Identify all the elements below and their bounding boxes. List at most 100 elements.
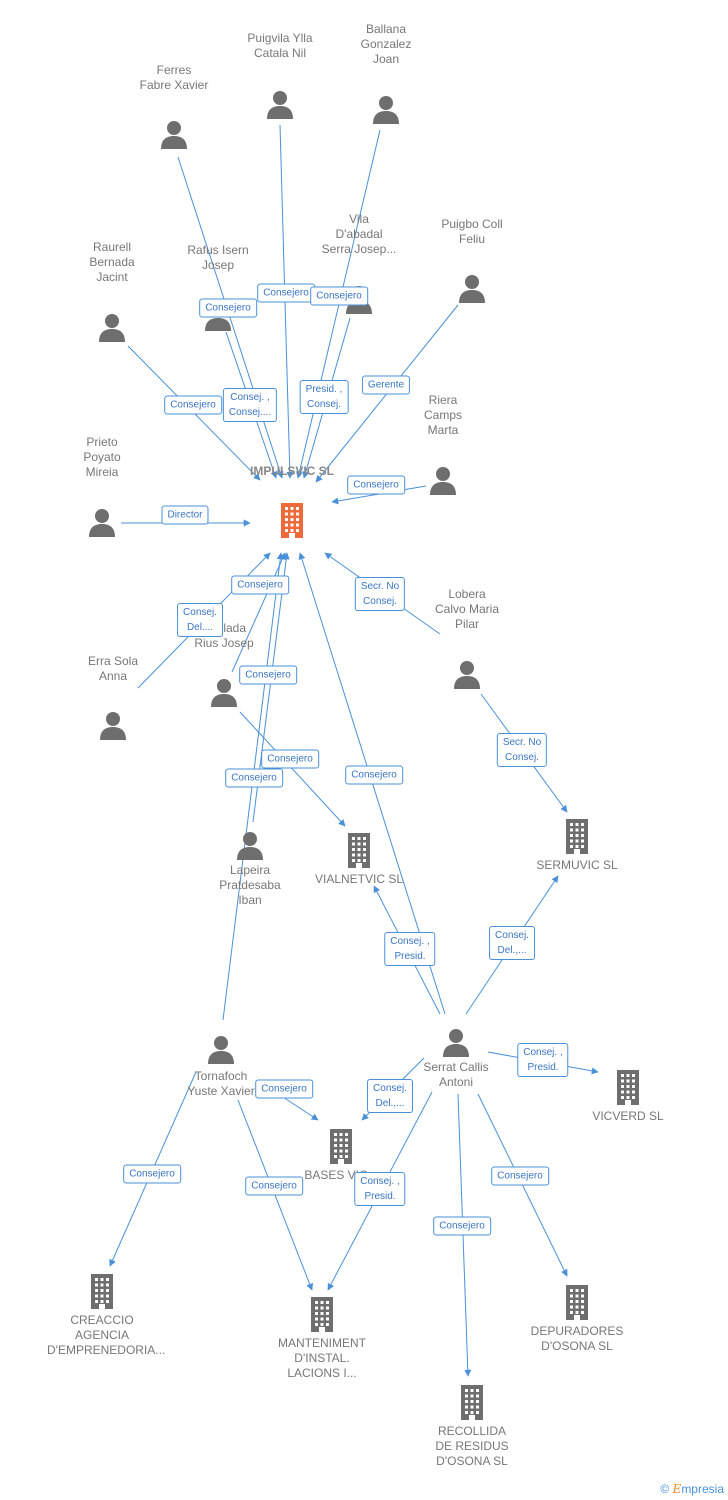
company-building-icon: [277, 503, 307, 542]
edge-label-line: Consejero: [439, 1220, 485, 1232]
edge-label-line: Consejero: [497, 1170, 543, 1182]
edge-label-line: Consejero: [129, 1168, 175, 1180]
person-icon: [441, 1029, 471, 1061]
edge-label[interactable]: Consejero: [199, 298, 257, 318]
node-label-line: VIALNETVIC SL: [314, 872, 404, 886]
edge-label-line: Director: [167, 509, 203, 521]
edge-label[interactable]: Consej.Del.,...: [367, 1079, 413, 1113]
copyright-symbol: ©: [660, 1482, 670, 1496]
node-label-line: Puigvila Ylla: [247, 31, 313, 45]
node-vialnetvic[interactable]: VIALNETVIC SL: [315, 832, 403, 886]
node-label-line: Ferres: [156, 63, 192, 77]
node-label-line: Serrat Callis: [423, 1060, 489, 1074]
edge-label[interactable]: Consejero: [261, 749, 319, 769]
edge-label-line: Consejero: [205, 302, 251, 314]
node-label-line: CREACCIO: [70, 1313, 134, 1327]
edge-label[interactable]: Consejero: [225, 768, 283, 788]
edge-label[interactable]: Consejero: [347, 475, 405, 495]
node-bases[interactable]: BASES VIC...: [304, 1128, 378, 1182]
edge-label-line: Consejero: [351, 769, 397, 781]
edge-label-line: Secr. No: [360, 581, 400, 592]
node-label-line: Iban: [238, 893, 262, 907]
person-icon: [265, 91, 295, 123]
node-label-line: Yuste Xavier: [187, 1084, 255, 1098]
node-sermuvic[interactable]: SERMUVIC SL: [536, 818, 618, 872]
node-label-line: Antoni: [438, 1075, 474, 1089]
edge-label-line: Consej. ,: [390, 936, 430, 947]
edge-label[interactable]: Consejero: [433, 1216, 491, 1236]
node-label-line: Poyato: [83, 450, 121, 464]
edge-label[interactable]: Consejero: [491, 1166, 549, 1186]
edge-label[interactable]: Consejero: [123, 1164, 181, 1184]
edge-label[interactable]: Consejero: [257, 283, 315, 303]
node-label-line: Rafus Isern: [187, 243, 249, 257]
edge-label[interactable]: Consejero: [239, 665, 297, 685]
edge-label[interactable]: Consejero: [164, 395, 222, 415]
company-building-icon: [457, 1385, 487, 1424]
edge-label[interactable]: Gerente: [361, 375, 411, 395]
node-label-line: Ballana: [365, 22, 407, 36]
company-building-icon: [307, 1297, 337, 1336]
edge-label[interactable]: Consejero: [255, 1079, 313, 1099]
edge-label[interactable]: Consej.Del.,...: [489, 926, 535, 960]
node-label-line: Raurell: [92, 240, 131, 254]
edge-label[interactable]: Director: [161, 505, 209, 525]
edge-label-line: Gerente: [367, 379, 405, 391]
node-label-line: D'EMPRENEDORIA...: [47, 1343, 166, 1357]
brand-watermark: © Empresia: [660, 1482, 724, 1496]
edge-label[interactable]: Consej.Del....: [177, 603, 223, 637]
edge-label[interactable]: Consej. ,Presid.: [354, 1172, 406, 1206]
node-label-line: D'OSONA SL: [436, 1454, 508, 1468]
node-label-line: D'abadal: [335, 227, 383, 241]
edge-label[interactable]: Consejero: [345, 765, 403, 785]
edge-label[interactable]: Consejero: [245, 1176, 303, 1196]
edge-label-line: Consejero: [267, 753, 313, 765]
edge-label[interactable]: Consejero: [231, 575, 289, 595]
edge-label[interactable]: Presid. ,Consej.: [299, 380, 349, 414]
node-label-line: Jacint: [96, 270, 128, 284]
node-impulsvic[interactable]: IMPULSVIC SL: [250, 464, 334, 538]
edge-label[interactable]: Consejero: [310, 286, 368, 306]
edge-label-line: Consejero: [261, 1083, 307, 1095]
edge-label[interactable]: Consej. , Presid.: [384, 932, 436, 966]
edge-label[interactable]: Consej. ,Consej....: [222, 388, 278, 422]
company-building-icon: [562, 819, 592, 858]
edge-label[interactable]: Consej. ,Presid.: [517, 1043, 569, 1077]
edge-label-line: Consej. ,: [230, 392, 270, 403]
node-label-line: RECOLLIDA: [437, 1424, 507, 1438]
node-vicverd[interactable]: VICVERD SL: [592, 1069, 664, 1123]
company-building-icon: [613, 1070, 643, 1109]
node-label-line: Pilar: [454, 617, 479, 631]
edge-label-line: Presid.: [394, 951, 426, 962]
person-icon: [452, 661, 482, 693]
